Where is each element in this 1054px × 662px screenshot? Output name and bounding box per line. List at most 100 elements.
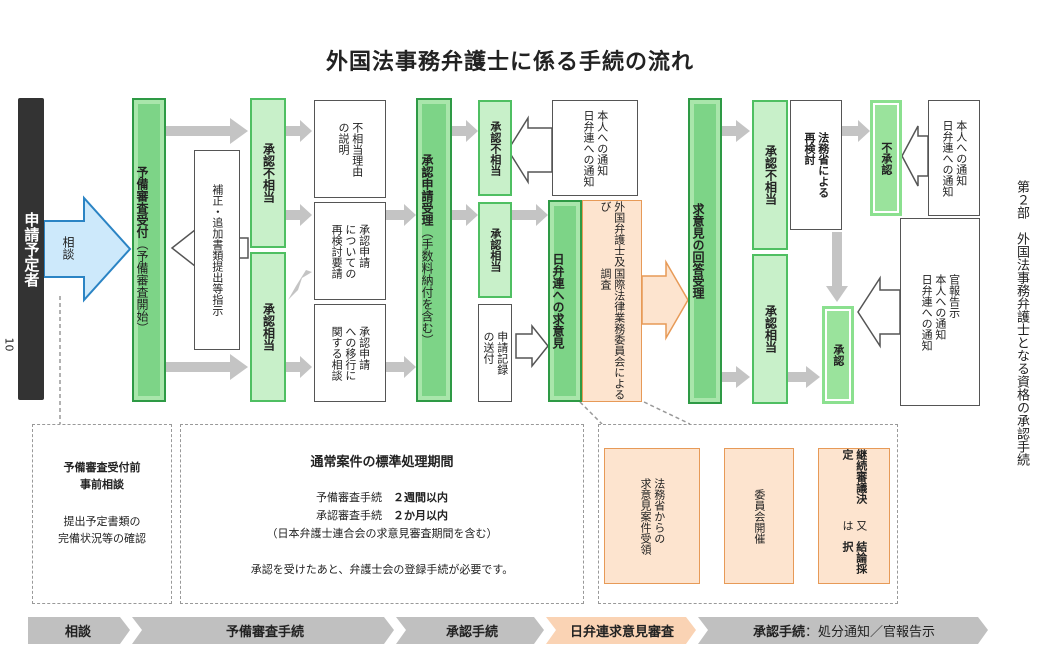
col6-ok-box: 承認相当 — [752, 254, 788, 404]
arrow-ok-to-final — [788, 366, 820, 388]
recheck-text: 承認申請 についての 再検討要請 — [330, 223, 371, 279]
standard-period-line2: 承認審査手続 ２か月以内 — [181, 507, 583, 524]
col2-ng-box: 承認不相当 — [250, 98, 286, 248]
line1-value: ２週間以内 — [393, 491, 448, 504]
col2-ok-label: 承認相当 — [261, 303, 276, 351]
committee-box: 外国弁護士及び国際法律業務委員会による調査 — [582, 200, 642, 402]
standard-period-line1: 予備審査手続 ２週間以内 — [181, 489, 583, 506]
approval-receipt-title: 承認申請受理 — [420, 154, 434, 226]
reason-text: 不相当理由 の説明 — [337, 121, 364, 177]
reason-box: 不相当理由 の説明 — [314, 100, 386, 198]
final-ok-box: 承認 — [822, 306, 854, 404]
arrow-ok-to-jfba — [512, 204, 548, 226]
correction-box: 補正・追加書類提出等指示 — [194, 150, 240, 350]
arrow-receipt-to-ok — [722, 366, 750, 388]
correction-text: 補正・追加書類提出等指示 — [210, 184, 224, 316]
applicant-label: 申請予定者 — [22, 211, 41, 287]
foreign-lawyer-label: 外国弁護士及び — [599, 201, 626, 267]
standard-period-line3: （日本弁護士連合会の求意見審査期間を含む） — [266, 527, 498, 540]
notify3-box: 官報告示 本人への通知 日弁連への通知 — [900, 218, 980, 406]
jfba-request-box: 日弁連への求意見 — [548, 200, 582, 402]
side-label: 第２部 外国法事務弁護士となる資格の承認手続 — [1014, 180, 1029, 466]
consult-label: 相談 — [61, 236, 75, 260]
committee-label: 国際法律業務委員会による調査 — [599, 267, 626, 400]
consult-arrow — [43, 195, 132, 303]
jfba-step3-c: 継続審議決定 — [841, 449, 868, 504]
col2-ok-box: 承認相当 — [250, 252, 286, 402]
connector-jfba-left — [579, 401, 603, 425]
final-ng-box: 不承認 — [870, 100, 902, 216]
bar-seg-1 — [28, 617, 130, 644]
notify1-text: 本人への通知 日弁連への通知 — [582, 109, 609, 187]
bar-seg-2 — [132, 617, 394, 644]
page-title: 外国法事務弁護士に係る手続の流れ — [325, 50, 694, 75]
arrow-record — [515, 323, 549, 369]
notify2-text: 本人への通知 日弁連への通知 — [941, 119, 968, 197]
bar-seg-5 — [698, 617, 988, 644]
bar-seg-4 — [546, 617, 696, 644]
bar-label-jfba: 日弁連求意見審査 — [569, 625, 674, 640]
col6-ok-label: 承認相当 — [763, 305, 778, 353]
col4-ok-box: 承認相当 — [478, 202, 512, 298]
record-text: 申請記録 の送付 — [482, 331, 509, 375]
moj-review-text: 法務省による 再検討 — [803, 132, 830, 198]
standard-period-title: 通常案件の標準処理期間 — [310, 455, 454, 470]
bar-label-final-bold: 承認手続 — [752, 625, 805, 640]
bar-label-approval: 承認手続 — [445, 625, 498, 640]
prelim-receipt-sub: （予備審査開始） — [135, 238, 149, 334]
arrow-approval-to-ng — [452, 120, 478, 142]
jfba-request-label: 日弁連への求意見 — [551, 253, 565, 349]
pre-consult-box: 予備審査受付前 事前相談 提出予定書類の 完備状況等の確認 — [32, 424, 172, 604]
connector-jfba-right — [643, 401, 691, 425]
arrow-prelim-to-ng — [166, 118, 248, 144]
page-number: 10 — [2, 337, 16, 352]
arrow-moj-to-final-ok — [826, 232, 848, 302]
jfba-step2: 委員会開催 — [724, 448, 794, 584]
transfer-text: 承認申請 への移行に 関する相談 — [330, 325, 371, 381]
standard-period-box: 通常案件の標準処理期間 予備審査手続 ２週間以内 承認審査手続 ２か月以内 （日… — [180, 424, 584, 604]
jfba-step1: 法務省からの 求意見案件受領 — [604, 448, 700, 584]
bar-seg-3 — [396, 617, 544, 644]
jfba-step3-a: 結論採択 — [841, 541, 868, 574]
notify1-box: 本人への通知 日弁連への通知 — [552, 100, 638, 196]
arrow-ok-to-transfer — [286, 356, 312, 378]
prelim-receipt-title: 予備審査受付 — [135, 166, 149, 238]
pre-consult-title: 予備審査受付前 事前相談 — [63, 461, 141, 492]
arrow-committee-to-receipt — [641, 259, 689, 341]
arrow-transfer-to-approval — [386, 356, 416, 378]
col4-ng-box: 承認不相当 — [478, 100, 512, 196]
arrow-notify1 — [507, 115, 553, 185]
final-ng-label: 不承認 — [879, 141, 893, 175]
moj-review-box: 法務省による 再検討 — [790, 100, 842, 230]
jfba-step2-text: 委員会開催 — [752, 488, 766, 544]
opinion-receipt-box: 求意見の回答受理 — [688, 98, 722, 404]
approval-receipt-box: 承認申請受理（手数料納付を含む） — [416, 98, 452, 402]
prelim-receipt-box: 予備審査受付（予備審査開始） — [132, 98, 166, 402]
arrow-ng-to-recheck — [286, 204, 312, 226]
bar-label-final: 承認手続：処分通知／官報告示 — [706, 617, 982, 644]
arrow-receipt-to-ng — [722, 120, 750, 142]
bar-label-prelim: 予備審査手続 — [225, 625, 304, 640]
jfba-step1-text: 法務省からの 求意見案件受領 — [639, 477, 666, 555]
line1-label: 予備審査手続 — [316, 491, 382, 504]
arrow-notify3 — [857, 275, 901, 349]
col4-ok-label: 承認相当 — [488, 228, 502, 272]
transfer-box: 承認申請 への移行に 関する相談 — [314, 304, 386, 402]
applicant-box: 申請予定者 — [18, 98, 44, 400]
col6-ng-label: 承認不相当 — [763, 145, 778, 205]
recheck-box: 承認申請 についての 再検討要請 — [314, 202, 386, 300]
arrow-recheck-to-ok — [288, 270, 312, 300]
final-ok-label: 承認 — [831, 344, 845, 366]
bar-label-consult: 相談 — [64, 625, 91, 640]
jfba-step3-b: 又は — [841, 520, 868, 531]
arrow-moj-to-final-ng — [842, 120, 870, 142]
notify2-box: 本人への通知 日弁連への通知 — [928, 100, 980, 216]
arrow-notify2 — [901, 125, 929, 187]
standard-period-note: 承認を受けたあと、弁護士会の登録手続が必要です。 — [250, 563, 514, 576]
arrow-approval-to-ok — [452, 204, 478, 226]
jfba-step3: 結論採択 又は 継続審議決定 — [818, 448, 890, 584]
arrow-recheck-to-approval — [386, 204, 416, 226]
arrow-ng-to-reason — [286, 120, 312, 142]
